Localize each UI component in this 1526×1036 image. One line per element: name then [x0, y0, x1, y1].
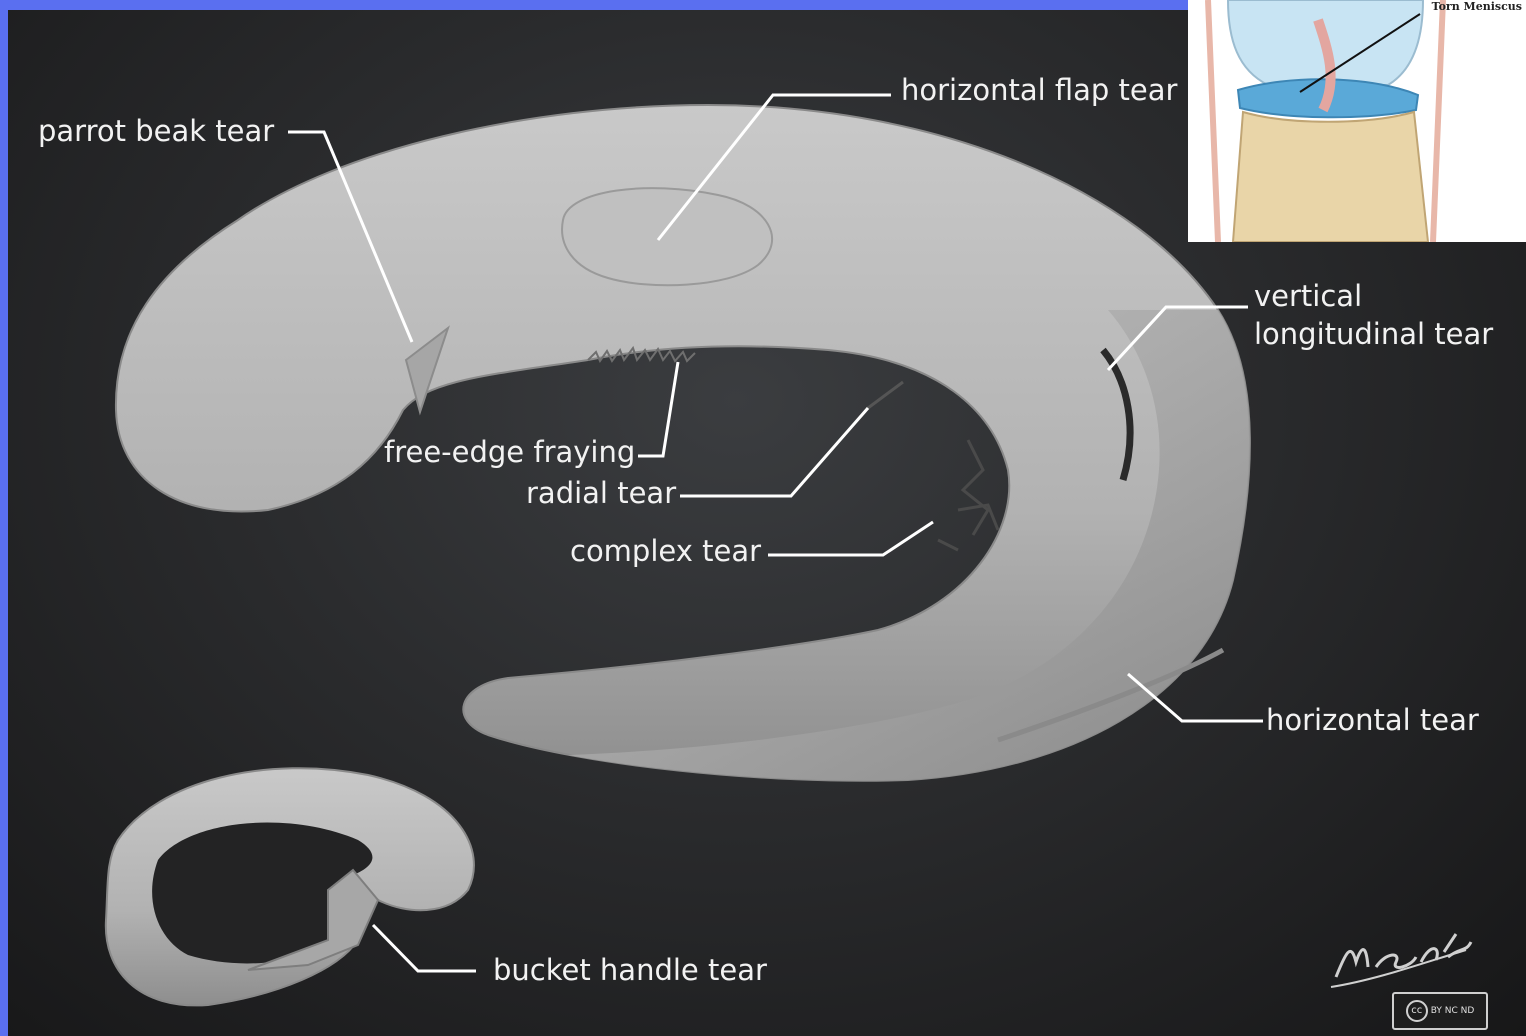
label-radial-tear: radial tear	[526, 475, 676, 512]
leader-bucket-handle	[373, 925, 476, 971]
knee-anatomy-illustration	[1188, 0, 1526, 242]
label-vertical-tear-line2: longitudinal tear	[1254, 316, 1493, 353]
label-parrot-beak-tear: parrot beak tear	[38, 113, 274, 150]
horizontal-flap	[562, 188, 772, 285]
radial-tear	[868, 382, 903, 408]
artist-signature	[1326, 922, 1476, 992]
label-horizontal-flap-tear: horizontal flap tear	[901, 72, 1177, 109]
knee-inset-image: Torn Meniscus	[1188, 0, 1526, 242]
inset-caption: Torn Meniscus	[1432, 0, 1522, 13]
leader-radial-tear	[680, 408, 868, 496]
label-horizontal-tear: horizontal tear	[1266, 702, 1479, 739]
label-bucket-handle-tear: bucket handle tear	[493, 952, 767, 989]
complex-tear	[938, 440, 998, 550]
cc-icon: cc	[1406, 1000, 1428, 1022]
license-badge: cc BY NC ND	[1392, 992, 1488, 1030]
license-terms: BY NC ND	[1431, 1006, 1475, 1016]
label-free-edge-fraying: free-edge fraying	[384, 434, 635, 471]
label-complex-tear: complex tear	[570, 533, 761, 570]
label-vertical-tear-line1: vertical	[1254, 278, 1362, 315]
leader-free-edge-fraying	[638, 362, 678, 456]
leader-complex-tear	[768, 522, 933, 555]
